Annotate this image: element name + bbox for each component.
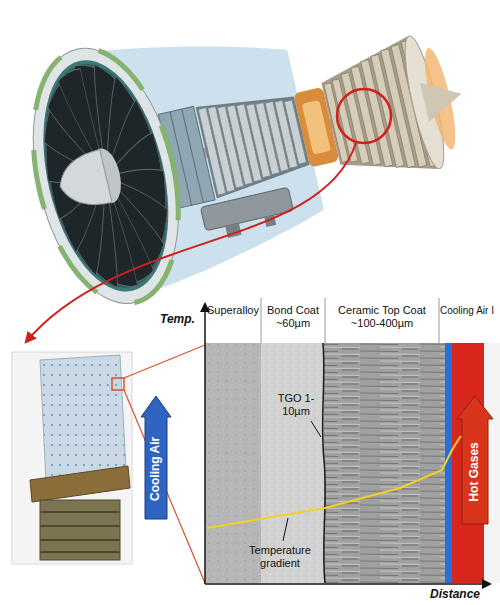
arrow-label: Hot Gases xyxy=(468,442,482,501)
coating-micrograph xyxy=(205,298,500,584)
hot-gases-arrow: Hot Gases xyxy=(456,395,494,525)
layer-header: Cooling Air I xyxy=(440,305,494,317)
axis-label: Distance xyxy=(428,588,482,602)
callout-label: TGO 1-10µm xyxy=(276,392,316,417)
highlight-circle xyxy=(337,89,391,143)
layer-header: Bond Coat ~60µm xyxy=(263,304,323,329)
arrow-outline xyxy=(457,396,493,524)
layer-header: Superalloy xyxy=(207,304,259,317)
arrow-label: Cooling Air xyxy=(149,436,163,500)
callout-label: Temperature gradient xyxy=(243,544,317,569)
turbofan-engine xyxy=(10,0,490,318)
turbine-blade xyxy=(12,352,132,564)
arrow-outline xyxy=(141,396,171,519)
pointer-arrow xyxy=(26,143,356,342)
cooling-air-arrow: Cooling Air xyxy=(140,395,172,520)
axis-label: Temp. xyxy=(158,313,197,327)
zoom-line xyxy=(124,390,205,583)
layer-header: Ceramic Top Coat ~100-400µm xyxy=(328,304,436,329)
zoom-line xyxy=(124,345,205,378)
